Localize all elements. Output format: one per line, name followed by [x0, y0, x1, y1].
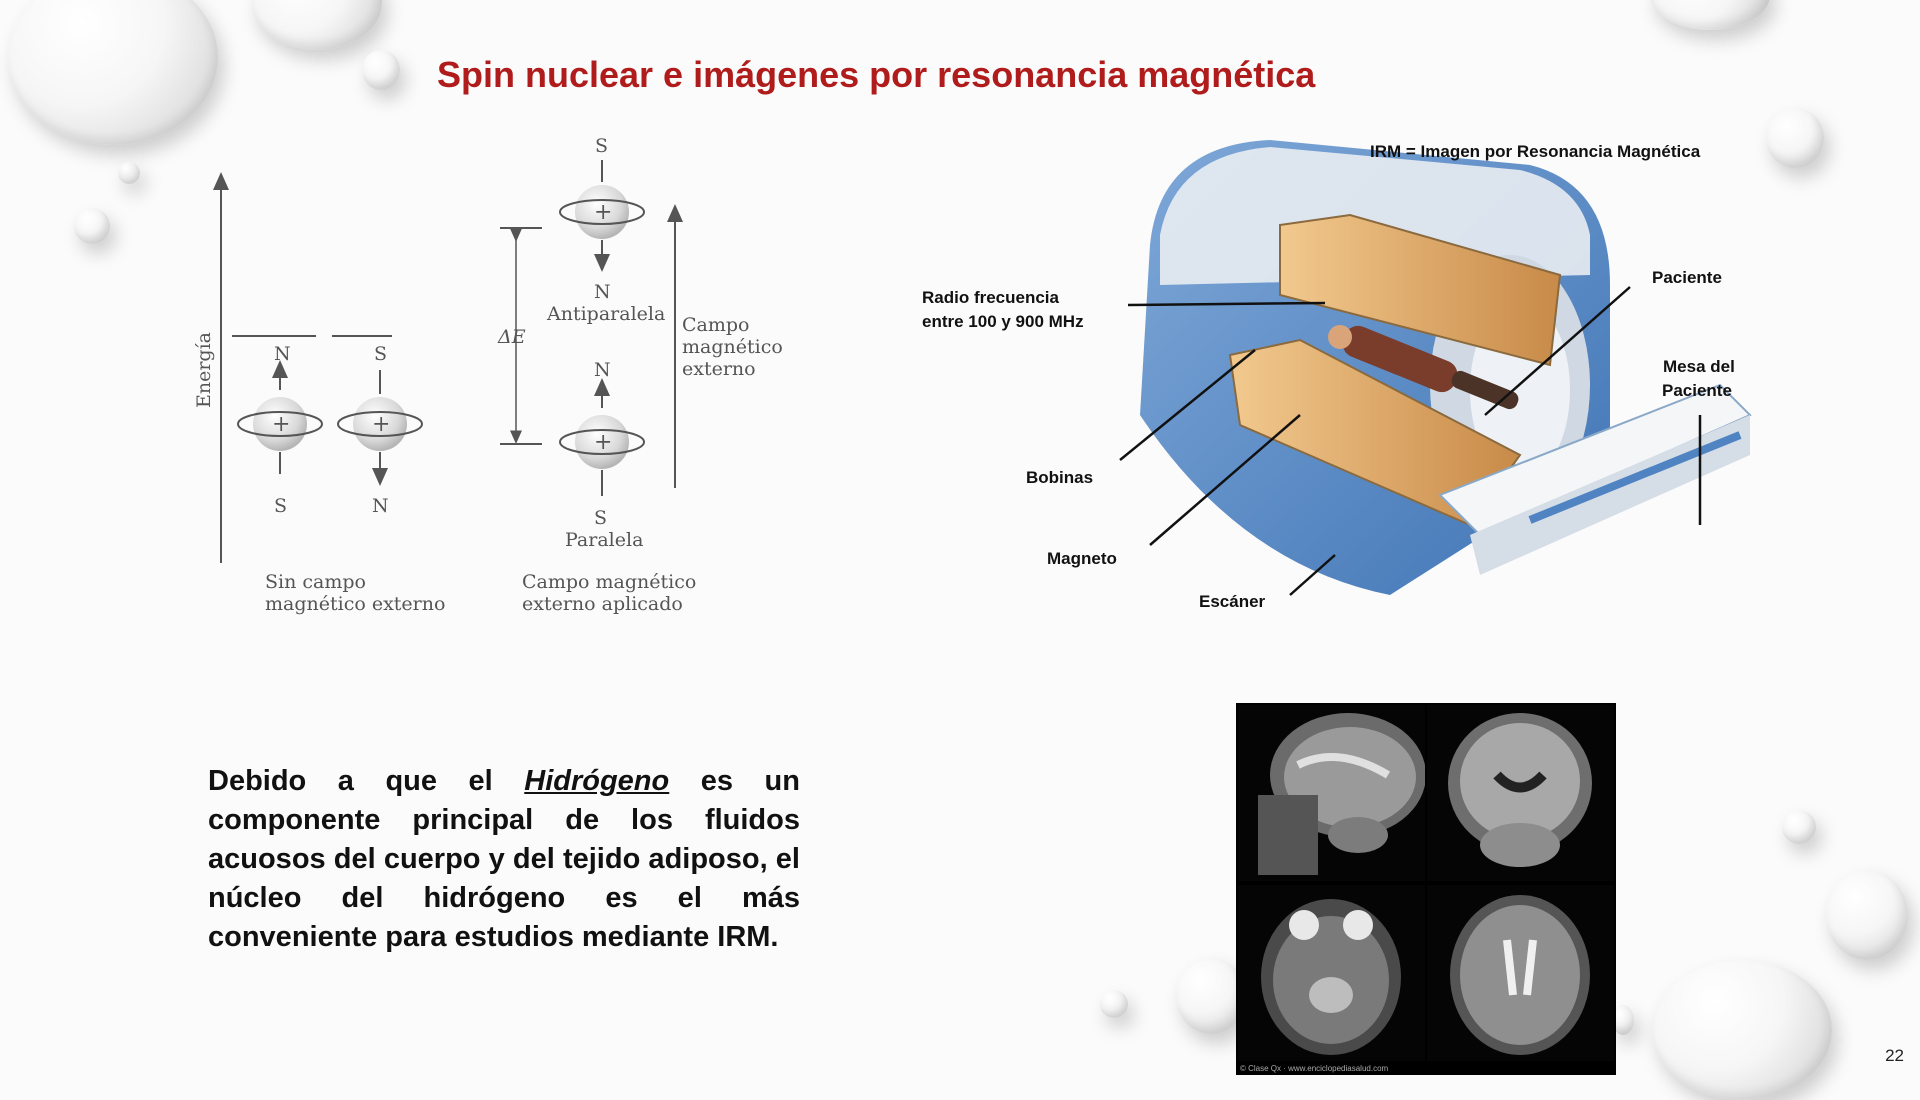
parallel-label: Paralela: [565, 529, 643, 551]
water-drop-decoration: [1612, 1005, 1634, 1035]
scanner-label: Escáner: [1199, 592, 1266, 611]
magnet-label: Magneto: [1047, 549, 1117, 568]
field-label-3: externo: [682, 358, 756, 380]
radio-label-2: entre 100 y 900 MHz: [922, 312, 1084, 331]
water-drop-decoration: [1826, 870, 1908, 960]
hydrogen-emphasis: Hidrógeno: [524, 765, 670, 797]
top-pole-s: S: [595, 135, 608, 157]
mri-header: IRM = Imagen por Resonancia Magnética: [1370, 142, 1701, 161]
caption-applied-2: externo aplicado: [522, 593, 683, 615]
plus-sign: +: [594, 200, 612, 225]
delta-e-label: ΔE: [497, 326, 526, 348]
page-number: 22: [1885, 1046, 1904, 1065]
water-drop-decoration: [8, 0, 218, 145]
field-label-1: Campo: [682, 314, 749, 336]
water-drop-decoration: [118, 162, 140, 184]
sagittal-scan: [1238, 705, 1425, 881]
spin2-bottom-pole: N: [372, 495, 389, 517]
water-drop-decoration: [1766, 108, 1824, 168]
paragraph-start: Debido a que el: [208, 765, 525, 797]
water-drop-decoration: [1652, 960, 1832, 1100]
nucleus-ball: [253, 397, 307, 451]
nucleus-ball: [353, 397, 407, 451]
plus-sign: +: [372, 412, 390, 437]
axial-ventricles-scan: [1427, 885, 1614, 1061]
water-drop-decoration: [362, 50, 400, 90]
bottom-pole-n: N: [594, 359, 611, 381]
radio-label-1: Radio frecuencia: [922, 288, 1060, 307]
coronal-scan: [1427, 705, 1614, 881]
patient-body: [1342, 325, 1458, 393]
spin2-top-pole: S: [374, 343, 387, 365]
slide-title: Spin nuclear e imágenes por resonancia m…: [437, 54, 1316, 95]
bottom-pole-s: S: [594, 507, 607, 529]
plus-sign: +: [594, 430, 612, 455]
water-drop-decoration: [1100, 990, 1128, 1018]
patient-label: Paciente: [1652, 268, 1722, 287]
spin-diagram: Energía N + S S + N Sin campo magnético …: [193, 135, 783, 615]
energy-label: Energía: [193, 332, 215, 408]
axial-orbit-scan: [1238, 885, 1425, 1061]
water-drop-decoration: [1176, 958, 1246, 1034]
spin1-top-pole: N: [274, 343, 291, 365]
nucleus-ball: [575, 415, 629, 469]
upper-coil: [1279, 213, 1562, 367]
coils-label: Bobinas: [1026, 468, 1093, 487]
nucleus-ball: [575, 185, 629, 239]
body-paragraph: Debido a que el Hidrógeno es un componen…: [208, 762, 800, 957]
caption-no-field-1: Sin campo: [265, 571, 366, 593]
antiparallel-label: Antiparalela: [546, 303, 665, 325]
mri-scanner-figure: IRM = Imagen por Resonancia Magnética Ra…: [922, 140, 1752, 611]
water-drop-decoration: [74, 208, 110, 244]
water-drop-decoration: [1782, 810, 1816, 844]
top-pole-n: N: [594, 281, 611, 303]
table-label-2: Paciente: [1662, 381, 1732, 400]
caption-applied-1: Campo magnético: [522, 571, 696, 593]
spin1-bottom-pole: S: [274, 495, 287, 517]
plus-sign: +: [272, 412, 290, 437]
field-label-2: magnético: [682, 336, 783, 358]
mri-scans-grid: © Clase Qx · www.enciclopediasalud.com: [1236, 703, 1616, 1075]
water-drop-decoration: [1650, 0, 1770, 30]
table-label-1: Mesa del: [1663, 357, 1735, 376]
paragraph-end: es un componente principal de los fluido…: [208, 765, 800, 953]
water-drop-decoration: [252, 0, 382, 50]
scans-credit: © Clase Qx · www.enciclopediasalud.com: [1240, 1064, 1389, 1073]
caption-no-field-2: magnético externo: [265, 593, 445, 615]
